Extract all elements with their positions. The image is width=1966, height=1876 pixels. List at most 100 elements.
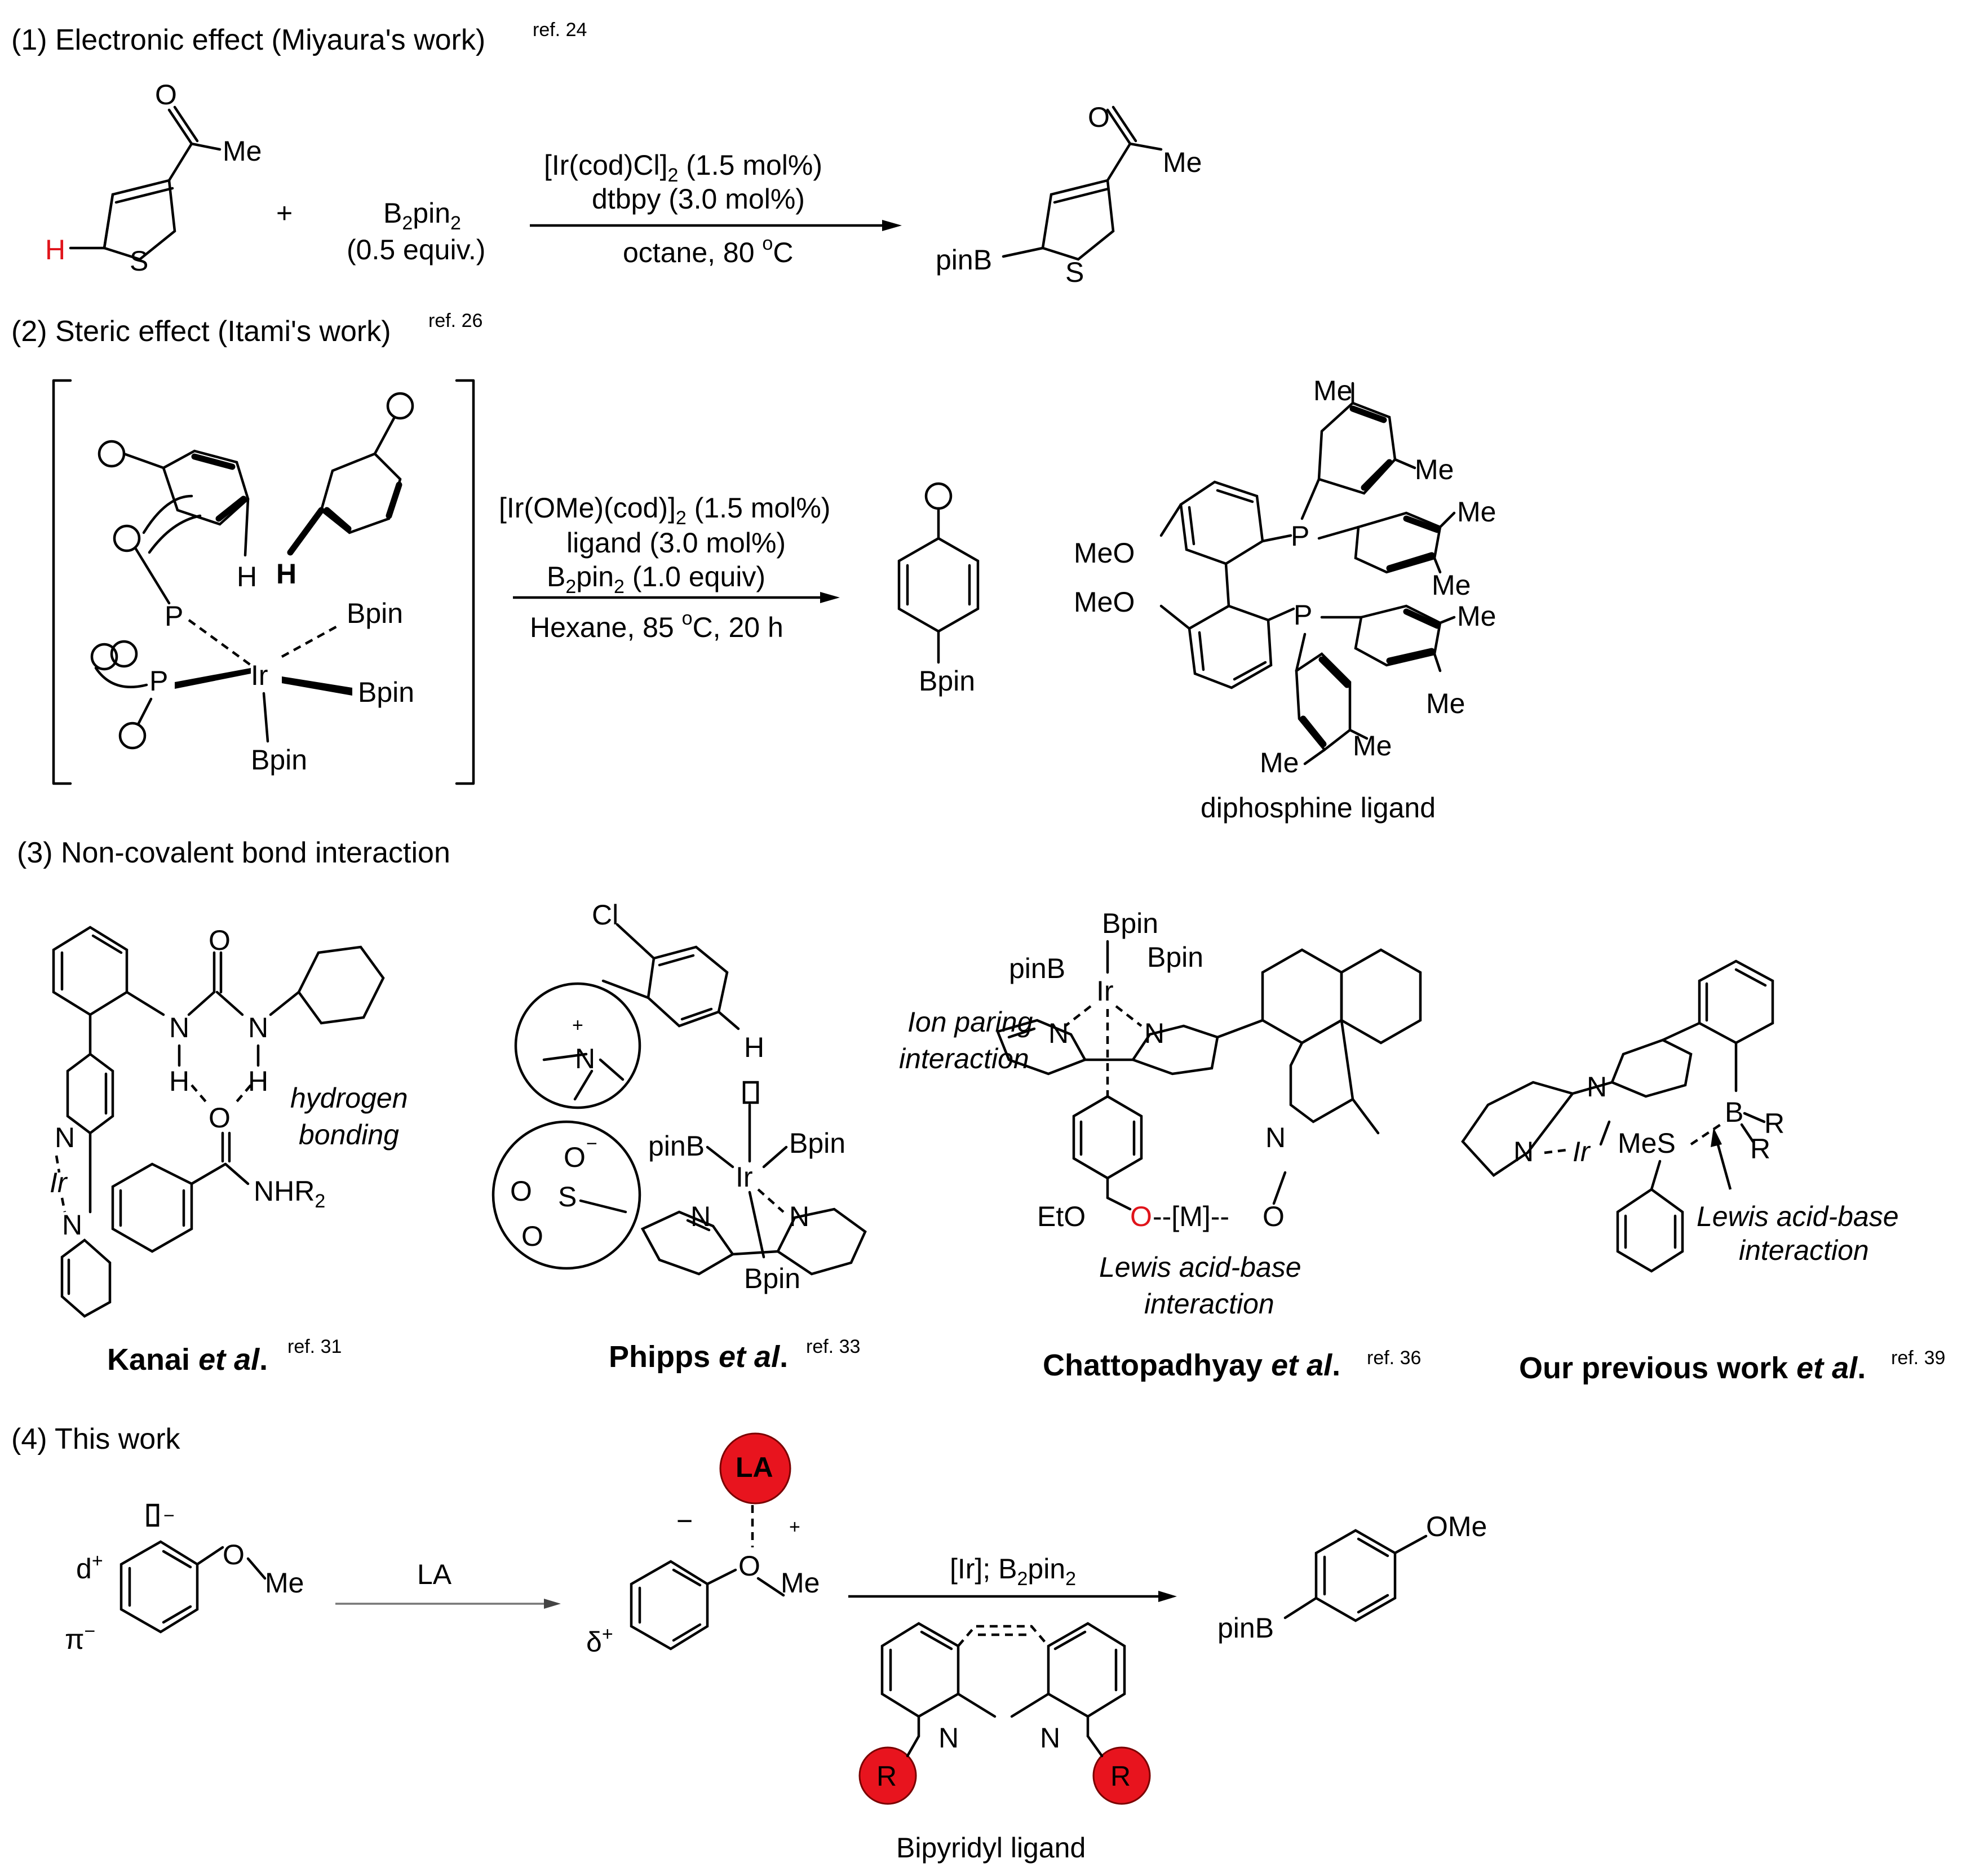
section-2-ref: ref. 26 [428,310,482,331]
svg-text:B2pin2 (1.0 equiv): B2pin2 (1.0 equiv) [547,561,765,598]
svg-text:N: N [789,1201,809,1232]
svg-text:Me: Me [1313,375,1352,406]
svg-text:pinB: pinB [1009,953,1065,984]
svg-text:Bipyridyl ligand: Bipyridyl ligand [896,1832,1086,1864]
svg-text:O: O [209,1102,231,1134]
svg-text:dtbpy (3.0 mol%): dtbpy (3.0 mol%) [592,183,805,215]
svg-text:hydrogen: hydrogen [290,1082,408,1114]
svg-text:N: N [1144,1017,1164,1049]
oxygen-atom: O [155,79,177,110]
svg-text:−: − [676,1505,693,1537]
product-methyl: Me [1163,147,1202,178]
svg-text:H: H [169,1065,189,1097]
svg-text:N: N [938,1722,959,1754]
svg-text:Lewis acid-base: Lewis acid-base [1099,1251,1301,1283]
svg-text:Ir: Ir [736,1161,753,1193]
svg-text:δ+: δ+ [586,1623,613,1658]
svg-text:O: O [209,924,231,956]
svg-text:Kanai et al.: Kanai et al. [107,1343,268,1377]
arylboronate-product: Bpin [897,482,980,697]
svg-text:P: P [1294,599,1312,631]
svg-text:ref. 33: ref. 33 [806,1336,860,1357]
svg-text:R: R [1750,1133,1770,1165]
svg-text:−: − [163,1505,175,1527]
svg-text:H: H [744,1032,764,1063]
iridium-complex: H P H P Ir Bpin Bpin [90,392,414,776]
svg-text:Me: Me [1457,496,1496,528]
svg-text:LA: LA [417,1559,452,1590]
svg-text:ligand (3.0 mol%): ligand (3.0 mol%) [566,527,786,559]
svg-text:N: N [169,1012,189,1043]
svg-text:N: N [1513,1136,1534,1167]
svg-text:R: R [1764,1108,1785,1139]
svg-text:Bpin: Bpin [1147,941,1203,973]
b2pin2-reagent: B2pin2 (0.5 equiv.) [347,197,485,266]
svg-text:Ion paring: Ion paring [907,1006,1033,1038]
svg-text:bonding: bonding [299,1119,399,1151]
section-3: (3) Non-covalent bond interaction N O N … [17,837,1945,1385]
svg-text:--[M]--: --[M]-- [1153,1201,1229,1232]
svg-text:interaction: interaction [1144,1288,1274,1320]
svg-text:H: H [237,561,257,592]
svg-text:[Ir(cod)Cl]2 (1.5 mol%): [Ir(cod)Cl]2 (1.5 mol%) [544,149,822,186]
svg-text:ref. 36: ref. 36 [1367,1347,1421,1369]
svg-text:N: N [62,1209,82,1241]
svg-text:N: N [1048,1017,1069,1049]
svg-text:Our previous work et al.: Our previous work et al. [1519,1351,1866,1385]
svg-text:Cl: Cl [592,899,618,931]
svg-text:Lewis acid-base: Lewis acid-base [1697,1201,1899,1232]
section-2-title: (2) Steric effect (Itami's work) [11,315,391,348]
svg-text:Bpin: Bpin [347,598,403,629]
kanai-structure: N O N H H O NHR2 N [50,924,408,1377]
svg-text:Ir: Ir [251,660,268,691]
svg-text:O: O [510,1175,532,1207]
svg-text:octane, 80 oC: octane, 80 oC [623,233,793,268]
svg-text:Me: Me [1353,730,1392,762]
svg-text:Bpin: Bpin [919,665,975,697]
svg-text:P: P [165,600,183,632]
pinb-label: pinB [936,244,992,276]
svg-text:B2pin2: B2pin2 [383,197,461,234]
svg-text:Bpin: Bpin [1102,908,1158,939]
svg-text:(0.5 equiv.): (0.5 equiv.) [347,234,485,266]
svg-text:N: N [1265,1122,1286,1153]
borylation-arrow: [Ir]; B2pin2 [848,1553,1177,1602]
svg-text:Bpin: Bpin [744,1263,800,1294]
svg-text:Me: Me [781,1567,820,1599]
svg-text:pinB: pinB [648,1130,705,1162]
svg-text:N: N [575,1043,595,1074]
svg-text:pinB: pinB [1217,1612,1274,1644]
reaction-arrow-2: [Ir(OMe)(cod)]2 (1.5 mol%) ligand (3.0 m… [499,492,840,643]
svg-text:ref. 39: ref. 39 [1891,1347,1945,1369]
sulfur-atom: S [130,245,148,277]
h-atom-red: H [45,234,65,266]
svg-text:+: + [572,1015,583,1036]
diphosphine-ligand: MeO P MeO P Me Me Me [1074,375,1496,824]
svg-text:O: O [521,1220,543,1252]
svg-text:−: − [586,1133,597,1154]
svg-text:Bpin: Bpin [358,676,414,708]
svg-text:ref. 31: ref. 31 [287,1336,342,1357]
methyl-label: Me [223,135,262,167]
svg-text:Me: Me [1457,600,1496,632]
svg-text:d+: d+ [76,1550,103,1585]
svg-text:[Ir(OMe)(cod)]2 (1.5 mol%): [Ir(OMe)(cod)]2 (1.5 mol%) [499,492,830,529]
svg-text:Hexane, 85 oC, 20 h: Hexane, 85 oC, 20 h [530,608,783,643]
svg-text:Ir: Ir [50,1167,68,1198]
svg-text:Ir: Ir [1573,1136,1591,1167]
svg-text:P: P [149,665,168,697]
thiophene-reactant: H S O Me [45,79,262,277]
product-oxygen: O [1088,101,1110,133]
svg-text:Ir: Ir [1096,975,1114,1007]
svg-text:Phipps et al.: Phipps et al. [609,1340,788,1374]
svg-text:O: O [738,1550,760,1582]
svg-text:+: + [789,1516,800,1538]
section-1: (1) Electronic effect (Miyaura's work) r… [11,19,1202,288]
svg-text:N: N [1040,1722,1060,1754]
svg-text:[Ir]; B2pin2: [Ir]; B2pin2 [950,1553,1076,1590]
section-1-title: (1) Electronic effect (Miyaura's work) [11,24,485,56]
svg-text:MeO: MeO [1074,537,1135,569]
previous-work-structure: N N Ir MeS B R R Lewis acid-base interac… [1461,959,1945,1385]
svg-text:MeS: MeS [1618,1127,1676,1159]
